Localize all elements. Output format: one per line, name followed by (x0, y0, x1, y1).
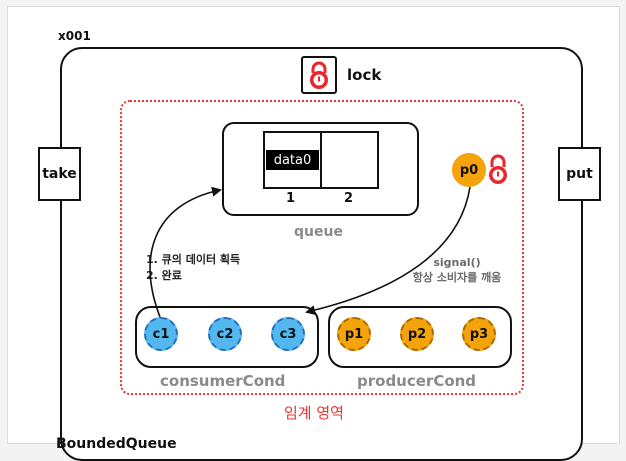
consumer-cond-label: consumerCond (160, 372, 286, 390)
critical-section-label: 임계 영역 (284, 404, 344, 422)
queue-item-data0: data0 (266, 150, 319, 170)
signal-note: signal() 항상 소비자를 깨움 (402, 255, 512, 285)
producer-thread-p1: p1 (337, 317, 371, 351)
p0-label: p0 (459, 162, 479, 178)
consumer-note-line2: 2. 완료 (146, 269, 182, 282)
p0-lock-icon (489, 154, 507, 184)
critical-section-border (120, 100, 524, 395)
object-id-label: x001 (58, 29, 91, 43)
queue-index-1: 1 (286, 191, 296, 206)
consumer-note-line1: 1. 큐의 데이터 획득 (146, 253, 241, 266)
arrow-p0-to-consumer-cond (305, 186, 471, 316)
signal-note-line1: signal() (433, 256, 481, 269)
p3-label: p3 (469, 326, 489, 342)
producer-thread-p3: p3 (462, 317, 496, 351)
queue-index-2: 2 (344, 191, 354, 206)
c1-label: c1 (152, 326, 170, 342)
bounded-queue-object (60, 47, 583, 461)
p2-label: p2 (407, 326, 427, 342)
c3-label: c3 (279, 326, 297, 342)
producer-cond-label: producerCond (357, 372, 477, 390)
lock-box (301, 56, 337, 94)
queue-label: queue (294, 224, 343, 240)
consumer-thread-c2: c2 (208, 317, 242, 351)
take-method-box: take (38, 147, 81, 201)
arrow-c1-to-queue (149, 186, 222, 318)
c2-label: c2 (216, 326, 234, 342)
consumer-thread-c3: c3 (271, 317, 305, 351)
bounded-queue-label: BoundedQueue (56, 436, 177, 452)
producer-thread-p0: p0 (452, 153, 486, 187)
lock-label: lock (347, 66, 382, 84)
queue-slot-2 (320, 131, 379, 189)
consumer-note: 1. 큐의 데이터 획득 2. 완료 (146, 252, 240, 284)
take-label: take (42, 166, 77, 182)
lock-icon (310, 61, 328, 89)
put-label: put (566, 166, 593, 182)
p1-label: p1 (344, 326, 364, 342)
arrows-layer (149, 186, 471, 318)
put-method-box: put (558, 147, 601, 201)
producer-thread-p2: p2 (400, 317, 434, 351)
signal-note-line2: 항상 소비자를 깨움 (412, 271, 502, 284)
consumer-thread-c1: c1 (144, 317, 178, 351)
